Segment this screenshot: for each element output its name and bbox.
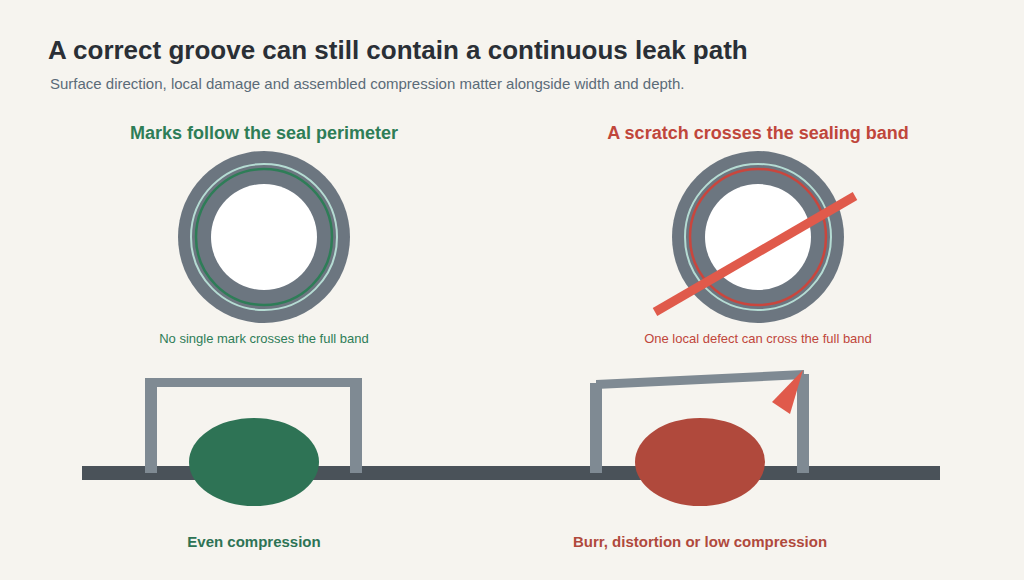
panel-heading: Marks follow the seal perimeter [130,123,398,144]
burr [772,370,803,414]
condition-label: Even compression [187,533,320,550]
right-ring [655,151,855,323]
title: A correct groove can still contain a con… [48,36,748,66]
condition-label: Burr, distortion or low compression [573,533,827,550]
seal-low [635,418,765,506]
caption: Surface direction, local damage and asse… [50,75,685,92]
panel-note: One local defect can cross the full band [644,332,872,347]
left-ring [178,151,350,323]
panel-note: No single mark crosses the full band [159,332,369,347]
seal-even [189,418,319,506]
panel-heading: A scratch crosses the sealing band [607,123,908,144]
scratch [655,196,855,312]
